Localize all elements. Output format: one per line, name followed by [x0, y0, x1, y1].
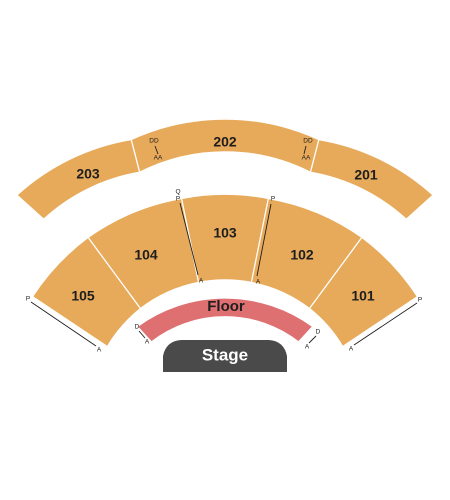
row-label-p: P	[418, 297, 422, 304]
row-label-d: D	[316, 329, 321, 336]
row-label-p: P	[26, 296, 30, 303]
row-label-a: A	[305, 344, 310, 351]
floor-shape[interactable]	[136, 297, 314, 343]
section-201[interactable]: 201	[309, 138, 434, 221]
row-line	[256, 203, 272, 277]
row-label-q: Q	[175, 189, 180, 196]
section-203[interactable]: 203	[16, 138, 141, 221]
row-line	[138, 330, 146, 339]
section-101-shape[interactable]	[308, 236, 419, 348]
section-202[interactable]: 202	[130, 118, 320, 174]
row-line	[30, 301, 97, 347]
section-203-shape[interactable]	[16, 138, 141, 221]
row-line	[154, 145, 159, 155]
row-line	[308, 335, 317, 344]
stage-shape	[163, 340, 287, 372]
row-line	[353, 302, 418, 346]
row-line	[179, 202, 199, 276]
section-201-shape[interactable]	[309, 138, 434, 221]
stage: Stage	[163, 340, 287, 372]
section-202-shape[interactable]	[130, 118, 320, 174]
row-line	[303, 145, 307, 155]
section-floor[interactable]: Floor	[136, 297, 314, 343]
row-label-a: A	[97, 347, 102, 354]
row-label-a: A	[349, 346, 354, 353]
